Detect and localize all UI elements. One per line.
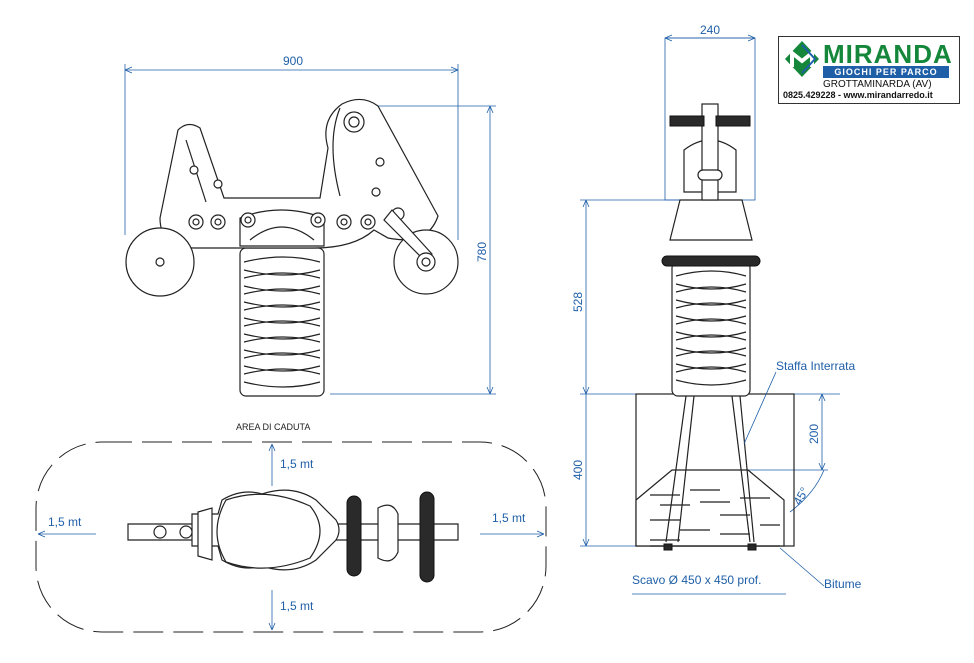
front-height-label: 780 [475,242,489,262]
company-logo: MIRANDA GIOCHI PER PARCO GROTTAMINARDA (… [778,36,960,104]
brand-contact: 0825.429228 - www.mirandarredo.it [783,90,933,100]
safety-area: AREA DI CADUTA 1,5 mt 1,5 mt 1,5 mt 1,5 … [35,422,547,633]
side-width-label: 240 [700,23,720,37]
safety-top-label: 1,5 mt [280,457,314,471]
side-depth-label: 400 [571,460,585,480]
brand-tagline: GIOCHI PER PARCO [823,66,949,78]
safety-area-title: AREA DI CADUTA [236,422,310,432]
frame-outline [159,98,439,249]
brand-name: MIRANDA [823,39,953,69]
safety-bottom-label: 1,5 mt [280,599,314,613]
side-view: 240 528 400 200 45° [571,23,840,551]
fall-zone-outline [35,441,547,633]
wheel-front [383,209,459,295]
side-height-label: 528 [571,292,585,312]
staffa-depth-label: 200 [807,424,821,444]
rocker-top-view [127,489,459,583]
safety-right-label: 1,5 mt [492,511,526,525]
front-view: 900 780 [124,54,496,397]
seat-top [216,493,321,569]
safety-left-label: 1,5 mt [48,515,82,529]
front-width-label: 900 [283,54,303,68]
staffa-label: Staffa Interrata [776,359,855,373]
spring-front [239,247,325,397]
brand-city: GROTTAMINARDA (AV) [823,79,932,90]
concrete-footing [635,469,785,547]
bitume-label: Bitume [824,577,862,591]
bolts-front [188,111,405,230]
miranda-logo-icon [785,41,819,77]
hatching [650,489,780,541]
scavo-label: Scavo Ø 450 x 450 prof. [632,573,761,587]
spring-side [671,261,751,397]
wheel-rear [125,227,195,297]
